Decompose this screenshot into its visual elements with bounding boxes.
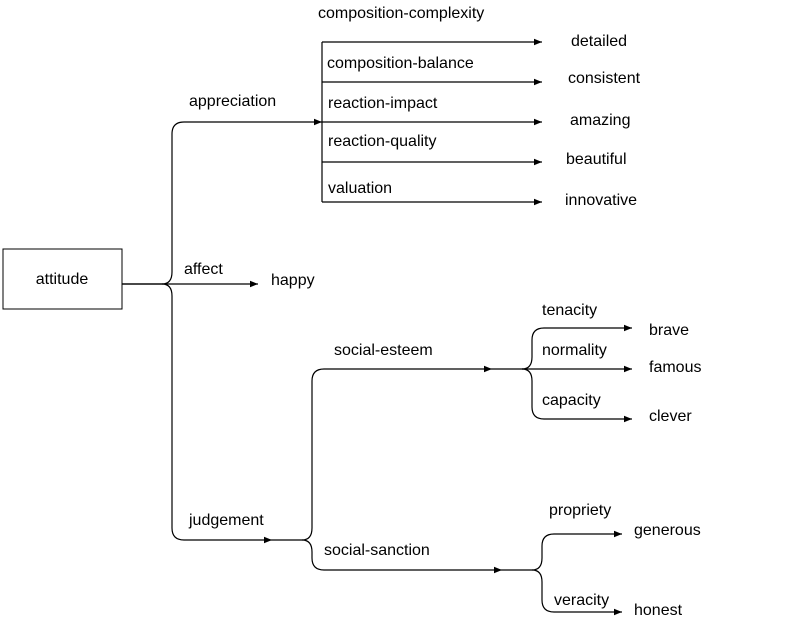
- affect-label: affect: [184, 261, 223, 278]
- propriety-label: propriety: [549, 502, 611, 519]
- honest-example: honest: [634, 602, 683, 619]
- attitude-label: attitude: [36, 271, 89, 288]
- connector-social-esteem: [272, 365, 492, 541]
- consistent-example: consistent: [568, 70, 641, 87]
- affect-example: happy: [271, 272, 315, 289]
- beautiful-example: beautiful: [566, 151, 627, 168]
- judgement-label: judgement: [188, 512, 264, 529]
- normality-label: normality: [542, 342, 607, 359]
- veracity-label: veracity: [554, 592, 609, 609]
- attitude-node: [2, 248, 123, 310]
- connector-judgement: [161, 283, 272, 544]
- social-esteem-label: social-esteem: [334, 342, 433, 359]
- clever-example: clever: [649, 408, 692, 425]
- famous-example: famous: [649, 359, 701, 376]
- social-sanction-label: social-sanction: [324, 542, 430, 559]
- arrow-veracity: [531, 569, 622, 616]
- appreciation-label: appreciation: [189, 93, 276, 110]
- arrow-propriety: [502, 530, 622, 571]
- reaction-impact-label: reaction-impact: [328, 95, 438, 112]
- arrow-capacity: [521, 368, 632, 423]
- brave-example: brave: [649, 322, 689, 339]
- innovative-example: innovative: [565, 192, 637, 209]
- detailed-example: detailed: [571, 33, 627, 50]
- tenacity-label: tenacity: [542, 302, 597, 319]
- amazing-example: amazing: [570, 112, 630, 129]
- composition-balance-label: composition-balance: [327, 55, 474, 72]
- arrow-tenacity: [492, 324, 632, 370]
- capacity-label: capacity: [542, 392, 601, 409]
- connector-social-sanction: [301, 539, 502, 574]
- connector-appreciation: [122, 118, 322, 285]
- composition-complexity-label: composition-complexity: [318, 5, 484, 22]
- generous-example: generous: [634, 522, 701, 539]
- valuation-label: valuation: [328, 180, 392, 197]
- reaction-quality-label: reaction-quality: [328, 133, 437, 150]
